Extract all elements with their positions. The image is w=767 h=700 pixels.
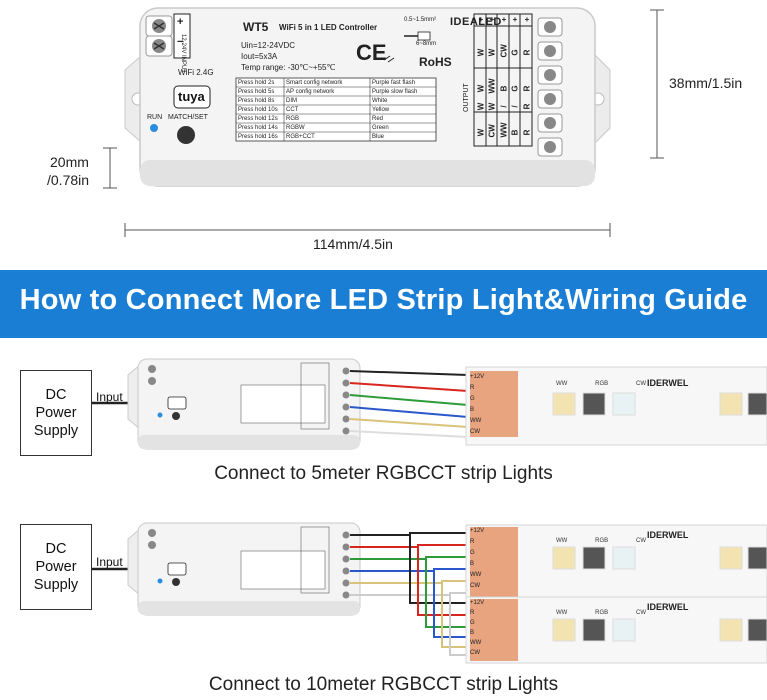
height-dimension-label: 38mm/1.5in: [669, 75, 743, 91]
tuya-logo: tuya: [178, 89, 205, 104]
match-set-label: MATCH/SET: [168, 114, 208, 121]
depth-dimension-label-1: 20mm: [50, 154, 89, 170]
input-label-1: Input: [96, 390, 123, 404]
ce-mark: CE: [356, 40, 387, 65]
run-label: RUN: [147, 114, 163, 121]
banner-title: How to Connect More LED Strip Light&Wiri…: [19, 284, 748, 316]
strip-brand-1: IDERWEL: [647, 378, 689, 388]
wiring-diagram-10m: [92, 522, 767, 664]
strip-length-label: 6~8mm: [416, 41, 437, 47]
output-columns: + + + + + W W CW G R W WW B G R W W / / …: [476, 15, 532, 138]
spec-uin: Uin=12-24VDC: [241, 41, 296, 50]
wiring-guide-banner: How to Connect More LED Strip Light&Wiri…: [0, 270, 767, 338]
run-indicator: [150, 124, 158, 132]
wire-size-label: 0.5~1.5mm²: [404, 17, 437, 23]
input-label-2: Input: [96, 555, 123, 569]
output-label: OUTPUT: [463, 83, 470, 112]
length-dimension-label: 114mm/4.5in: [313, 236, 393, 252]
input-minus-label: −: [177, 36, 184, 48]
strip-brand-2b: IDERWEL: [647, 602, 689, 612]
caption-5m: Connect to 5meter RGBCCT strip Lights: [214, 463, 553, 484]
spec-temp: Temp range: -30℃~+55℃: [241, 63, 336, 72]
spec-iout: Iout=5x3A: [241, 52, 278, 61]
caption-10m: Connect to 10meter RGBCCT strip Lights: [208, 674, 559, 695]
press-hold-table: [235, 77, 437, 142]
rohs-mark: RoHS: [419, 55, 452, 69]
input-terminals: [145, 13, 191, 59]
strip-brand-2a: IDERWEL: [647, 530, 689, 540]
depth-dimension-label-2: /0.78in: [47, 172, 90, 188]
controller-title: WiFi 5 in 1 LED Controller: [279, 23, 378, 32]
wifi-label: WiFi 2.4G: [178, 68, 214, 77]
output-terminals: [537, 17, 563, 157]
match-set-button: [177, 126, 195, 144]
wiring-diagram-5m: [92, 358, 767, 450]
input-plus-label: +: [177, 16, 184, 28]
controller-dimension-figure: [103, 7, 664, 237]
controller-brand-logo: IDEALED: [450, 16, 502, 28]
controller-model: WT5: [243, 20, 269, 34]
